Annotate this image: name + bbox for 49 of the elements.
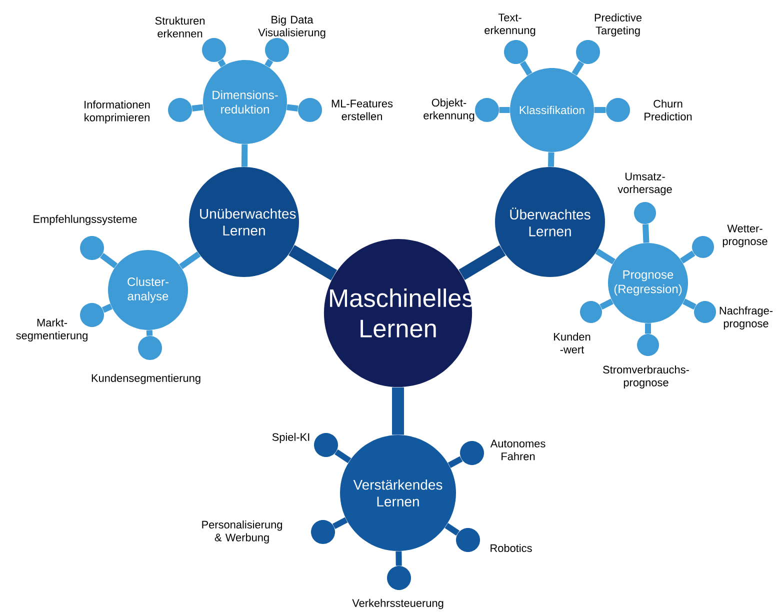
connector <box>192 104 204 112</box>
connector <box>680 250 696 264</box>
leaf-label: Empfehlungssysteme <box>34 214 137 226</box>
connector <box>286 104 298 112</box>
leaf-label: Nachfrage- prognose <box>720 306 773 330</box>
connector <box>179 252 201 270</box>
connector <box>595 248 616 264</box>
leaf-label: Verkehrssteuerung <box>352 598 444 610</box>
connector <box>241 144 248 167</box>
leaf-label: Big Data Visualisierung <box>258 16 326 39</box>
connector <box>572 60 584 76</box>
connector <box>392 387 404 435</box>
connector <box>520 60 532 76</box>
connector <box>334 449 352 464</box>
connector <box>448 456 463 468</box>
leaf-label: Strukturen erkennen <box>155 16 205 38</box>
leaf-label: Wetter- prognose <box>722 224 768 248</box>
leaf-label: Umsatz- vorhersage <box>618 172 672 196</box>
leaf-label: Objekt- erkennung <box>424 98 474 122</box>
leaf-label: Churn Prediction <box>644 100 692 120</box>
leaf-label: ML-Features erstellen <box>332 100 393 120</box>
connector <box>444 523 460 536</box>
connector <box>218 59 226 68</box>
connector <box>642 224 650 243</box>
connector <box>682 298 696 310</box>
connector <box>458 245 506 280</box>
leaf-label: Informationen komprimieren <box>84 100 150 124</box>
leaf-label: Spiel-KI <box>272 432 310 444</box>
leaf-label: Kundensegmentierung <box>92 374 200 384</box>
connector <box>594 107 606 113</box>
leaf-label: Predictive Targeting <box>594 14 642 36</box>
leaf-label: Robotics <box>490 544 532 552</box>
leaf-label: Stromverbrauchs- prognose <box>603 366 689 389</box>
connector <box>645 323 651 334</box>
connector <box>499 107 510 113</box>
connector <box>100 252 118 268</box>
connector <box>600 298 614 310</box>
leaf-label: Kunden -wert <box>554 332 590 354</box>
connector <box>548 152 554 167</box>
leaf-label: Text- erkennung <box>484 14 536 36</box>
connector <box>102 304 112 313</box>
leaf-label: Personalisierung & Werbung <box>202 520 282 544</box>
connector <box>332 517 348 530</box>
leaf-label: Autonomes Fahren <box>490 440 546 460</box>
connector <box>396 551 402 566</box>
leaf-label: Markt- segmentierung <box>16 318 88 342</box>
connector <box>146 330 153 336</box>
connector <box>264 58 274 68</box>
connector <box>288 244 338 280</box>
